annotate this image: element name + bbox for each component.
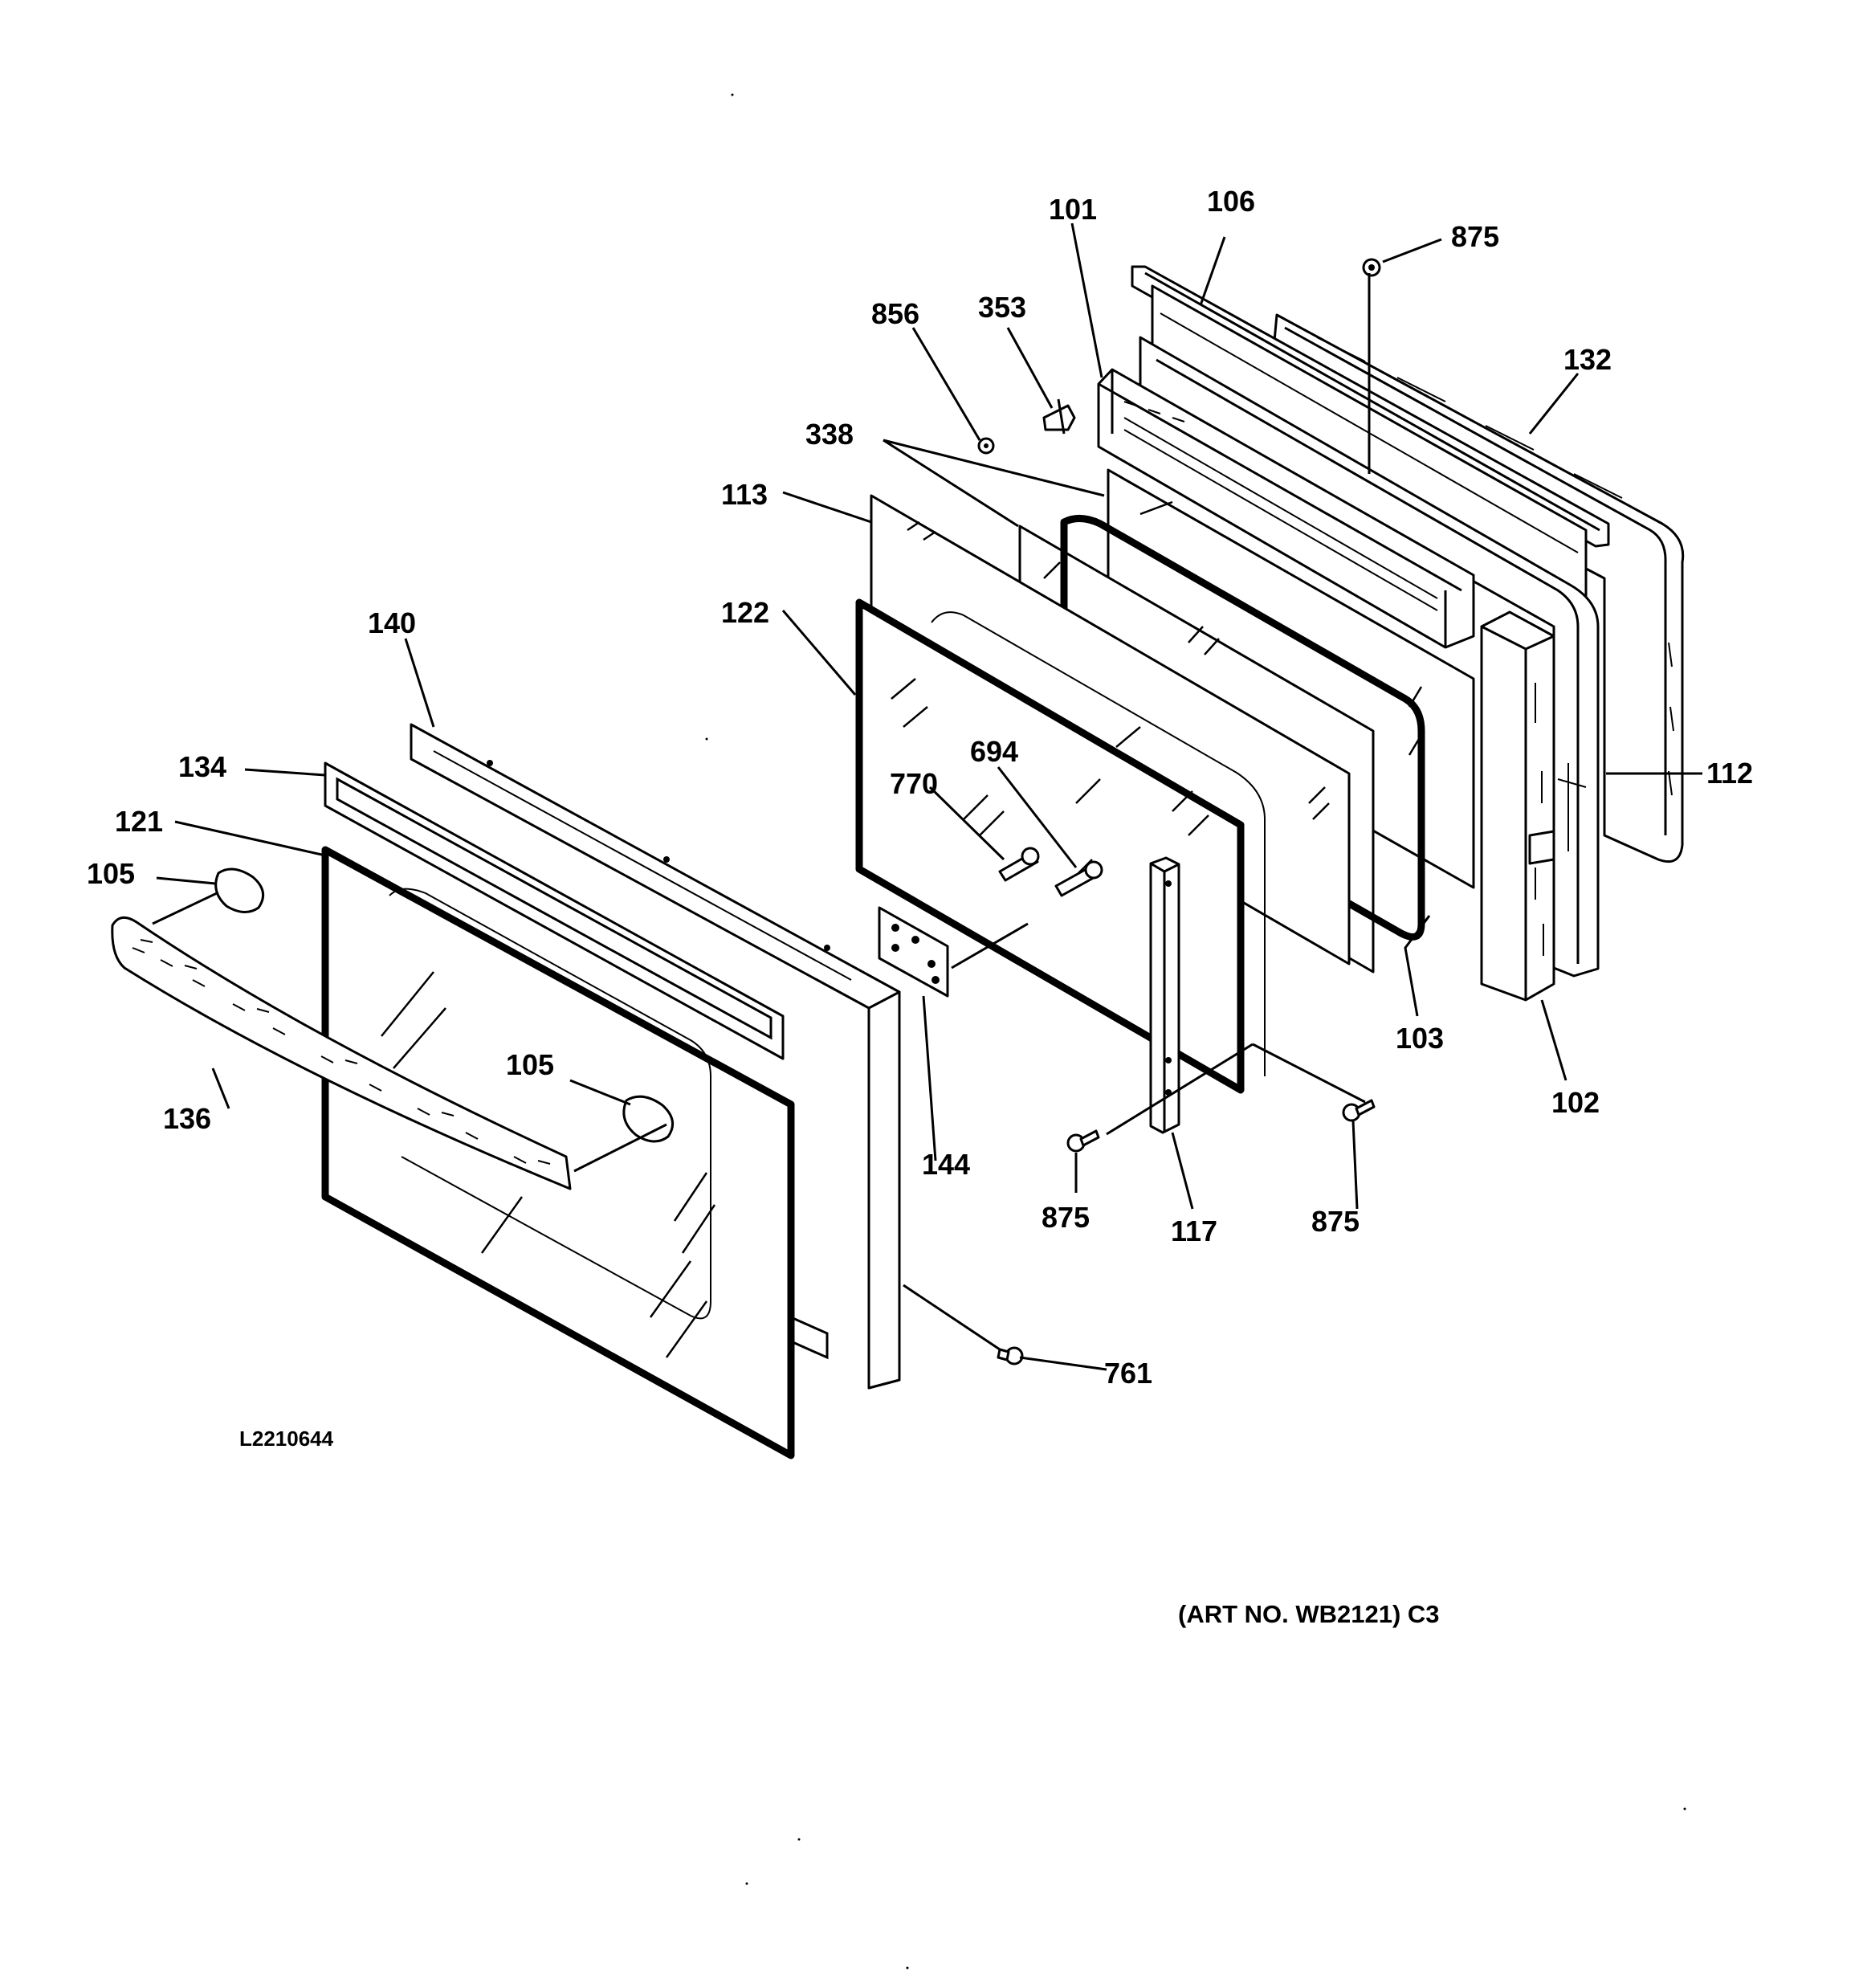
callout-labels: 101 106 875 856 353 132 338 113 122 140 … xyxy=(87,185,1753,1390)
label-856: 856 xyxy=(871,297,919,330)
label-136: 136 xyxy=(163,1102,211,1135)
part-140-door-frame xyxy=(410,723,901,1390)
label-117: 117 xyxy=(1171,1214,1217,1247)
part-134-trim-strip xyxy=(324,761,785,1060)
label-106: 106 xyxy=(1207,185,1255,218)
label-132: 132 xyxy=(1563,343,1612,376)
label-112: 112 xyxy=(1706,757,1753,790)
label-101: 101 xyxy=(1049,193,1097,226)
drawing-code: L2210644 xyxy=(239,1427,334,1451)
part-105-end-cap-right xyxy=(622,1095,675,1143)
part-102-side-slide xyxy=(1480,610,1555,1002)
label-875-top: 875 xyxy=(1451,220,1499,253)
part-353-clip xyxy=(1042,398,1076,435)
label-113: 113 xyxy=(721,478,768,511)
part-101-vent-assembly xyxy=(1097,368,1475,649)
art-number: (ART NO. WB2121) C3 xyxy=(1178,1600,1440,1628)
part-122-window-glass xyxy=(855,598,1266,1094)
leader-lines xyxy=(152,222,1702,1371)
label-875-right: 875 xyxy=(1311,1205,1360,1238)
label-102: 102 xyxy=(1551,1086,1600,1119)
label-761: 761 xyxy=(1104,1357,1152,1390)
part-761-screw xyxy=(997,1346,1024,1365)
label-105-left: 105 xyxy=(87,857,135,890)
part-694-screw xyxy=(1054,860,1103,897)
part-144-hinge-plate xyxy=(878,906,949,998)
label-105-mid: 105 xyxy=(506,1048,554,1081)
part-136-door-handle xyxy=(111,916,572,1190)
label-338: 338 xyxy=(805,418,854,451)
label-134: 134 xyxy=(178,750,226,783)
label-694: 694 xyxy=(970,735,1018,768)
label-122: 122 xyxy=(721,596,769,629)
label-121: 121 xyxy=(115,805,163,838)
label-144: 144 xyxy=(922,1148,970,1181)
part-875-screw-top xyxy=(1362,258,1381,277)
part-875-screw-left xyxy=(1066,1129,1100,1153)
label-103: 103 xyxy=(1396,1022,1444,1055)
label-770: 770 xyxy=(890,767,938,800)
part-770-screw xyxy=(998,847,1040,882)
label-875-left: 875 xyxy=(1042,1201,1090,1234)
label-140: 140 xyxy=(368,606,416,639)
label-353: 353 xyxy=(978,291,1026,324)
part-105-end-cap-left xyxy=(214,867,265,913)
scan-specks xyxy=(705,93,1686,1970)
part-117-hinge-bracket xyxy=(1149,856,1180,1134)
part-856-screw xyxy=(977,437,995,455)
part-875-screw-right xyxy=(1342,1099,1376,1122)
